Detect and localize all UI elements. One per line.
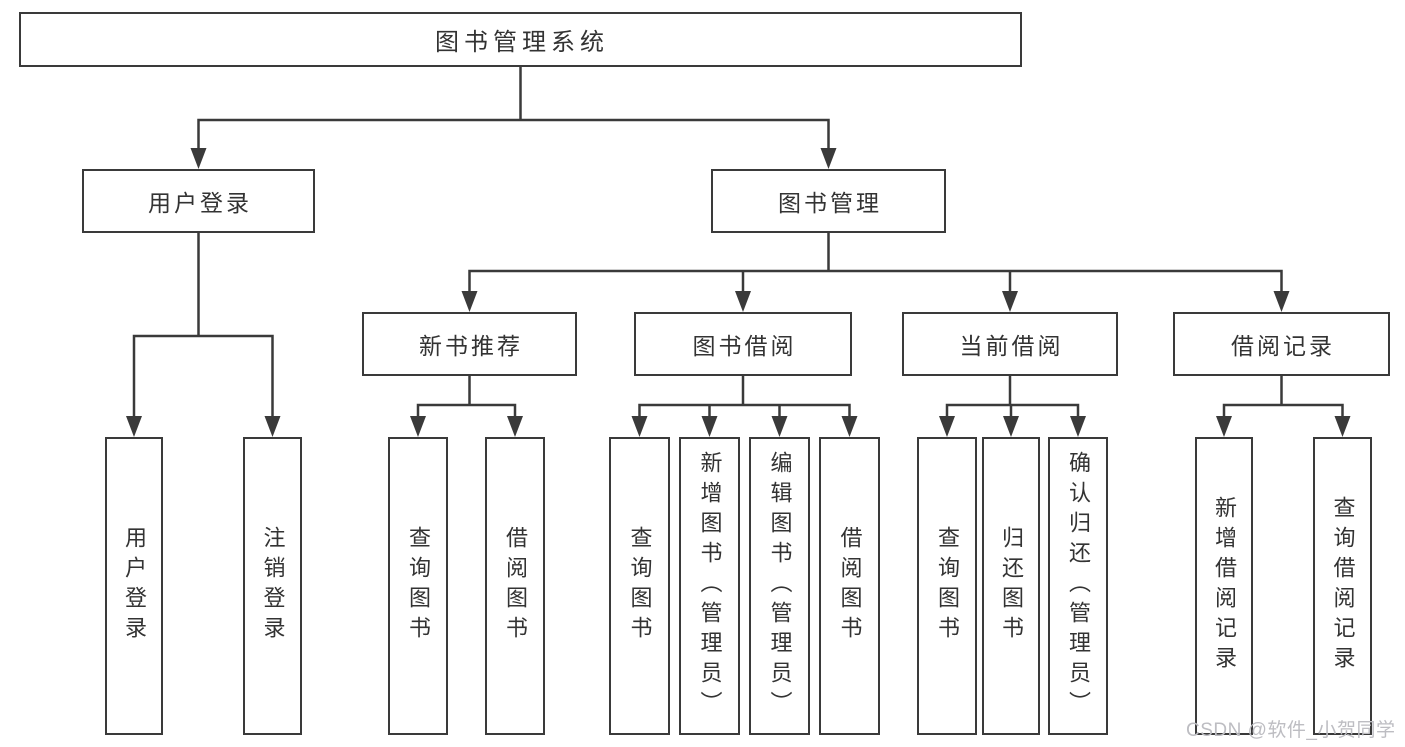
node-label: 借阅记录 xyxy=(1231,333,1335,359)
node-label: 图书管理 xyxy=(778,190,882,216)
connector-borrow-records-to-leaves xyxy=(1222,374,1344,422)
leaf-label: 确认归还（管理员） xyxy=(1066,451,1091,721)
leaf-label: 归还图书 xyxy=(999,526,1024,646)
leaf-label: 查询图书 xyxy=(627,526,653,646)
leaf-label: 查询图书 xyxy=(935,526,960,646)
leaf-label: 新增图书（管理员） xyxy=(697,451,723,721)
node-new-book-recommend: 新书推荐 xyxy=(362,312,577,376)
leaf-current-confirm-return-admin: 确认归还（管理员） xyxy=(1048,437,1108,735)
leaf-current-return-books: 归还图书 xyxy=(982,437,1040,735)
node-user-login: 用户登录 xyxy=(82,169,315,233)
arrowheads-root-to-level2 xyxy=(190,148,837,169)
node-label: 用户登录 xyxy=(148,190,252,216)
leaf-label: 新增借阅记录 xyxy=(1212,496,1237,676)
leaf-borrow-borrow-books: 借阅图书 xyxy=(819,437,880,735)
node-label: 新书推荐 xyxy=(419,333,523,359)
connector-new-book-recommend-to-leaves xyxy=(416,374,517,422)
arrowheads-borrow-records-to-leaves xyxy=(1216,416,1351,437)
node-library-management-system: 图书管理系统 xyxy=(19,12,1022,67)
connector-book-borrow-to-leaves xyxy=(638,374,851,422)
arrowheads-book-borrow-to-leaves xyxy=(631,416,858,437)
leaf-logout: 注销登录 xyxy=(243,437,302,735)
connector-user-login-to-leaves xyxy=(132,231,274,422)
leaf-records-add-borrow-record: 新增借阅记录 xyxy=(1195,437,1253,735)
node-label: 图书管理系统 xyxy=(435,29,609,56)
leaf-recommend-borrow-books: 借阅图书 xyxy=(485,437,545,735)
node-borrow-records: 借阅记录 xyxy=(1173,312,1390,376)
leaf-label: 编辑图书（管理员） xyxy=(767,451,793,721)
leaf-label: 注销登录 xyxy=(260,526,286,646)
node-label: 当前借阅 xyxy=(959,333,1064,359)
csdn-watermark: CSDN @软件_小贺同学 xyxy=(1186,720,1396,741)
leaf-recommend-query-books: 查询图书 xyxy=(388,437,448,735)
leaf-user-login: 用户登录 xyxy=(105,437,163,735)
arrowheads-current-borrow-to-leaves xyxy=(939,416,1086,437)
leaf-records-query-borrow-record: 查询借阅记录 xyxy=(1313,437,1372,735)
node-current-borrow: 当前借阅 xyxy=(902,312,1118,376)
connector-root-to-level2 xyxy=(197,65,830,154)
arrowheads-user-login-to-leaves xyxy=(126,416,281,437)
leaf-label: 查询借阅记录 xyxy=(1330,496,1356,676)
node-label: 图书借阅 xyxy=(692,333,797,359)
leaf-borrow-edit-books-admin: 编辑图书（管理员） xyxy=(749,437,810,735)
leaf-label: 用户登录 xyxy=(122,526,147,646)
leaf-borrow-query-books: 查询图书 xyxy=(609,437,670,735)
leaf-current-query-books: 查询图书 xyxy=(917,437,977,735)
connector-current-borrow-to-leaves xyxy=(945,374,1080,422)
connector-book-management-to-level3 xyxy=(468,231,1283,297)
arrowheads-book-management-to-level3 xyxy=(461,291,1290,312)
node-book-management: 图书管理 xyxy=(711,169,946,233)
leaf-label: 借阅图书 xyxy=(837,526,863,646)
leaf-borrow-add-books-admin: 新增图书（管理员） xyxy=(679,437,740,735)
arrowheads-new-book-recommend-to-leaves xyxy=(410,416,523,437)
leaf-label: 查询图书 xyxy=(406,526,431,646)
node-book-borrow: 图书借阅 xyxy=(634,312,852,376)
leaf-label: 借阅图书 xyxy=(503,526,528,646)
